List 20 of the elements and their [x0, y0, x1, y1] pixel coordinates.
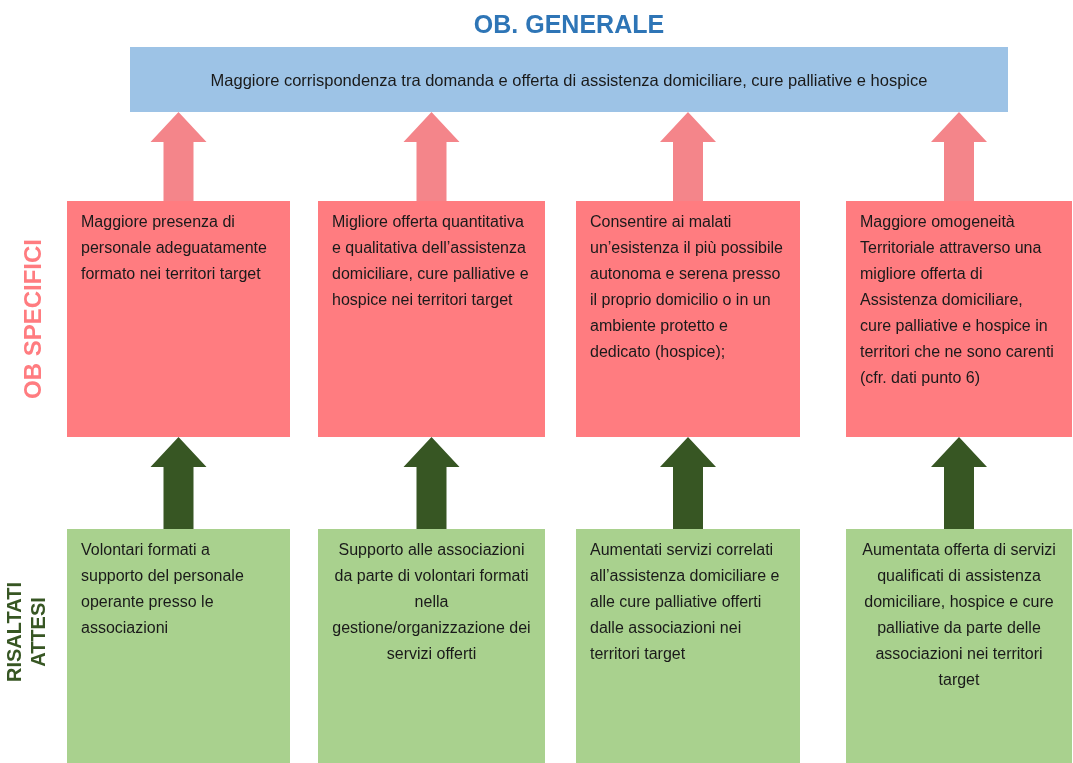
result-box: Aumentata offerta di servizi qualificati di assistenza domiciliare, hospice e cure palliative da parte delle associazioni nei territori target: [846, 529, 1072, 763]
block-arrow: [660, 112, 716, 201]
objective-box: Migliore offerta quantitativa e qualitativa dell’assistenza domiciliare, cure palliative e hospice nei territori target: [318, 201, 545, 437]
block-arrow: [150, 437, 207, 529]
side-label: OB SPECIFICI: [18, 239, 47, 399]
goal-box: Maggiore corrispondenza tra domanda e offerta di assistenza domiciliare, cure palliative e hospice: [130, 47, 1008, 112]
block-arrow: [931, 112, 987, 201]
title: OB. GENERALE: [472, 9, 666, 40]
objective-box: Consentire ai malati un’esistenza il più possibile autonoma e serena presso il proprio domicilio o in un ambiente protetto e dedicato (hospice);: [576, 201, 800, 437]
result-box: Volontari formati a supporto del personale operante presso le associazioni: [67, 529, 290, 763]
block-arrow: [403, 112, 460, 201]
result-box: Supporto alle associazioni da parte di volontari formati nella gestione/organizzazione dei servizi offerti: [318, 529, 545, 763]
block-arrow: [150, 112, 207, 201]
block-arrow: [931, 437, 987, 529]
side-label: RISALTATI ATTESI: [2, 581, 50, 684]
objective-box: Maggiore presenza di personale adeguatamente formato nei territori target: [67, 201, 290, 437]
result-box: Aumentati servizi correlati all’assistenza domiciliare e alle cure palliative offerti dalle associazioni nei territori target: [576, 529, 800, 763]
block-arrow: [660, 437, 716, 529]
block-arrow: [403, 437, 460, 529]
objective-box: Maggiore omogeneità Territoriale attraverso una migliore offerta di Assistenza domiciliare, cure palliative e hospice in territori che ne sono carenti (cfr. dati punto 6): [846, 201, 1072, 437]
